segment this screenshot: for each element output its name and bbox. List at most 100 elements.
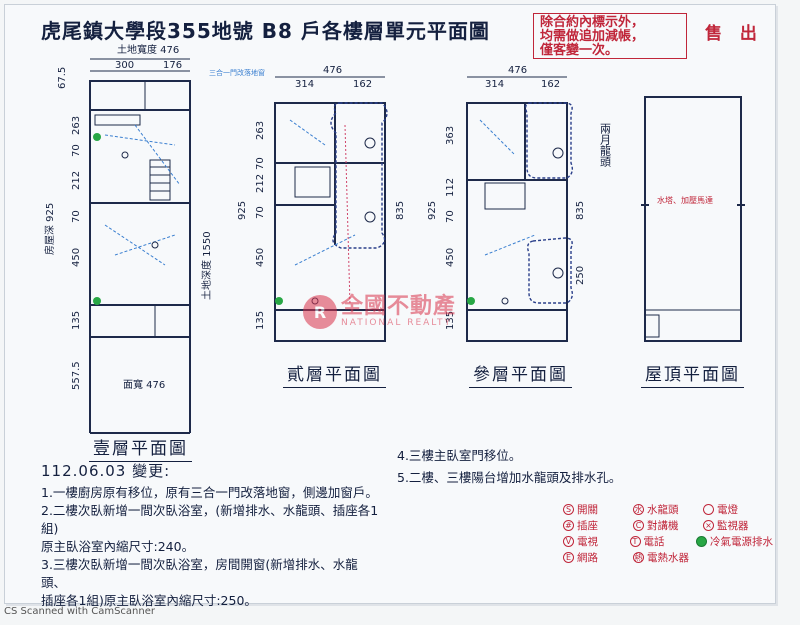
legend-label: 電燈: [717, 503, 738, 516]
network-icon: E: [563, 551, 574, 563]
change-notes: 112.06.03 變更: 1.一樓廚房原有移位，原有三合一門改落地窗，側邊加窗…: [41, 462, 381, 610]
floor3-wa: 314: [485, 79, 504, 90]
floor1-d3: 212: [71, 171, 82, 190]
realty-logo-icon: R: [303, 295, 337, 329]
floor3-side-note: 兩月龍頭: [599, 123, 612, 168]
floor2-right: 835: [395, 201, 406, 220]
floor3-label: 參層平面圖: [469, 360, 572, 388]
legend-item: 熱電熱水器: [633, 550, 703, 565]
floor2-d6: 135: [255, 311, 266, 330]
floor2-d4: 70: [255, 206, 266, 219]
legend-item: 電燈: [703, 502, 773, 517]
notice-line: 僅客變一次。: [540, 43, 619, 58]
legend-label: 插座: [577, 519, 598, 532]
floor3-d2: 112: [445, 178, 456, 197]
floor2-top-dim: 476: [323, 65, 342, 76]
water-heater-icon: 熱: [633, 551, 644, 563]
floor2-total: 925: [237, 201, 248, 220]
legend-label: 監視器: [717, 519, 749, 532]
floor2-wa: 314: [295, 79, 314, 90]
legend-label: 電視: [577, 535, 598, 548]
floor1-wb: 176: [163, 60, 182, 71]
tv-icon: V: [563, 535, 574, 547]
change-item: 1.一樓廚房原有移位，原有三合一門改落地窗，側邊加窗戶。: [41, 485, 378, 500]
realty-sub: NATIONAL REALTY: [341, 318, 453, 328]
change-item: 原主臥浴室內縮尺寸:240。: [41, 539, 195, 554]
floor3-right: 835: [575, 201, 586, 220]
floor3-d3: 70: [445, 210, 456, 223]
floor2-d3: 212: [255, 174, 266, 193]
realty-name: 全國不動產: [341, 294, 457, 319]
legend-label: 水龍頭: [647, 503, 679, 516]
roof-plan: 水塔、加壓馬達: [641, 96, 745, 342]
floor3-wb: 162: [541, 79, 560, 90]
outlet-icon: #: [563, 519, 574, 531]
floor1-plan: 土地寬度 476 300 176 67.5: [43, 43, 265, 434]
floor1-d1: 263: [71, 116, 82, 135]
floor1-face-width: 面寬 476: [123, 378, 165, 391]
floor1-d2: 70: [71, 144, 82, 157]
floor1-window-note: 三合一門改落地窗: [209, 68, 265, 77]
floor2-d1: 263: [255, 121, 266, 140]
floor1-wa: 300: [115, 60, 134, 71]
floor2-d2: 70: [255, 157, 266, 170]
floor3-top-dim: 476: [508, 65, 527, 76]
legend-item: #插座: [563, 518, 633, 533]
legend-label: 電熱水器: [647, 551, 689, 564]
floor3-d1: 363: [445, 126, 456, 145]
floor3-total: 925: [427, 201, 438, 220]
floor3-d5: 135: [445, 311, 456, 330]
legend-label: 對講機: [647, 519, 679, 532]
floor1-d6: 135: [71, 311, 82, 330]
floor1-top-dim: 土地寬度 476: [117, 43, 179, 56]
light-icon: [703, 503, 714, 515]
plans-drawing: 土地寬度 476 300 176 67.5: [43, 43, 745, 434]
legend-item: ×監視器: [703, 518, 773, 533]
floor2-label: 貳層平面圖: [283, 360, 386, 388]
phone-icon: T: [629, 535, 641, 547]
floor3-r250: 250: [575, 266, 586, 285]
notice-line: 除合約內標示外，: [540, 15, 645, 30]
legend-item: 冷氣電源排水: [696, 534, 773, 549]
floor1-left-top: 67.5: [57, 67, 68, 89]
change-notes-right: 4.三樓主臥室門移位。 5.二樓、三樓陽台增加水龍頭及排水孔。: [397, 445, 737, 489]
sheet-title: 虎尾鎮大學段355地號 B8 戶各樓層單元平面圖: [41, 19, 490, 43]
legend-label: 電話: [643, 535, 665, 548]
floor2-plan: 476 314 162 263 70 212 70 450 135 925: [237, 65, 406, 342]
floor1-land-depth: 土地深度 1550: [200, 231, 213, 300]
ac-drain-icon: [696, 535, 707, 547]
faucet-icon: 水: [633, 503, 644, 515]
floor-plan-sheet: 虎尾鎮大學段355地號 B8 戶各樓層單元平面圖 除合約內標示外， 均需做追加減…: [4, 4, 776, 608]
intercom-icon: C: [633, 519, 644, 531]
floor2-wb: 162: [353, 79, 372, 90]
floor1-house-depth: 房屋深 925: [43, 203, 56, 255]
change-notice-box: 除合約內標示外， 均需做追加減帳， 僅客變一次。: [533, 13, 687, 59]
roof-label: 屋頂平面圖: [641, 360, 744, 388]
notice-line: 均需做追加減帳，: [540, 29, 645, 44]
realty-watermark: R 全國不動產 NATIONAL REALTY: [303, 295, 456, 329]
scanner-footer: CS Scanned with CamScanner: [4, 606, 155, 617]
legend-label: 網路: [577, 551, 598, 564]
change-item: 2.二樓次臥新增一間次臥浴室，(新增排水、水龍頭、插座各1組): [41, 503, 379, 536]
legend-label: 冷氣電源排水: [710, 535, 773, 548]
change-item: 3.三樓次臥新增一間次臥浴室，房間開窗(新增排水、水龍頭、: [41, 557, 358, 590]
floor2-d5: 450: [255, 248, 266, 267]
legend-item: 水水龍頭: [633, 502, 703, 517]
floor1-front: 557.5: [71, 361, 82, 390]
change-item: 4.三樓主臥室門移位。: [397, 448, 522, 463]
floor1-d4: 70: [71, 210, 82, 223]
roof-note: 水塔、加壓馬達: [657, 195, 713, 205]
switch-icon: S: [563, 503, 574, 515]
floor3-plan: 476 314 162 363 112 70 450 135 925 835 2…: [427, 65, 612, 342]
change-item: 5.二樓、三樓陽台增加水龍頭及排水孔。: [397, 470, 622, 485]
